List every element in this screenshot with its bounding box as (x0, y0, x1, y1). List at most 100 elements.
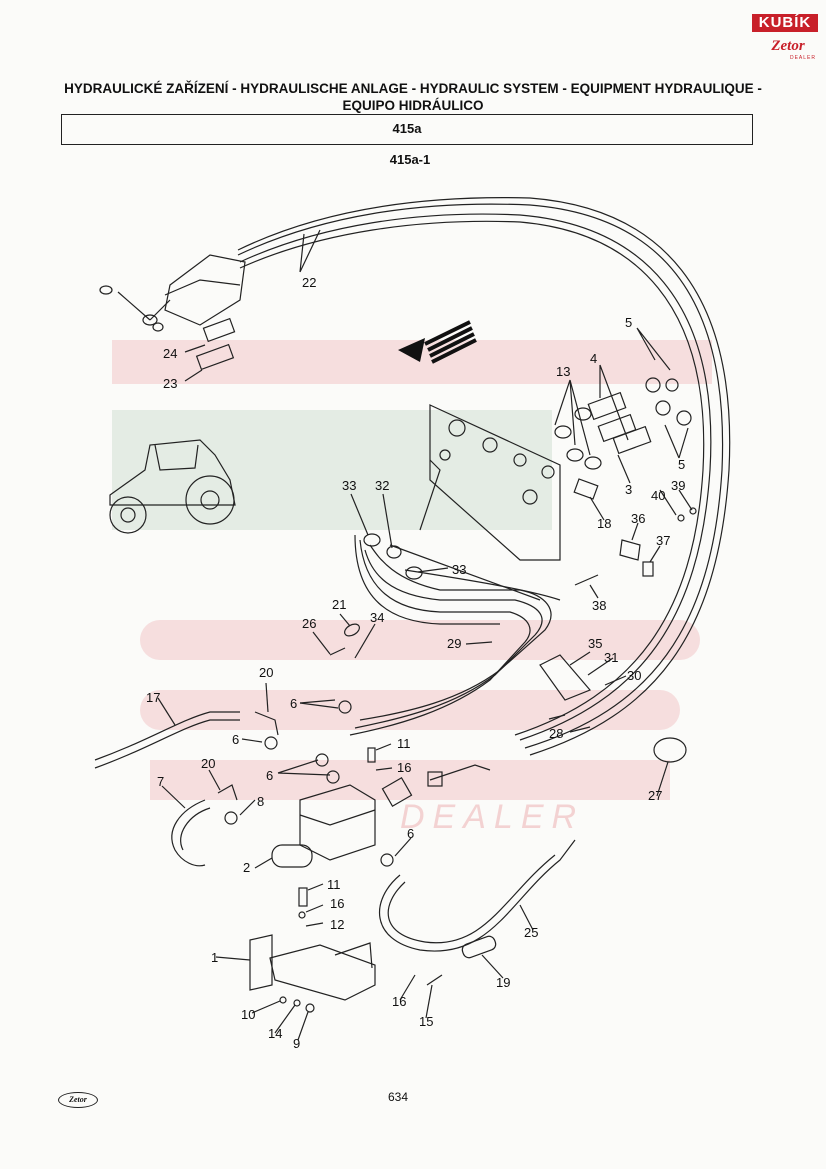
hose-17 (94, 711, 240, 761)
bolt-11b (367, 747, 376, 763)
fittings-6 (264, 700, 394, 867)
part-label-27: 27 (648, 788, 662, 803)
elbow-20b (217, 784, 238, 801)
part-label-12: 12 (330, 917, 344, 932)
clip-27 (653, 737, 687, 763)
part-label-17: 17 (146, 690, 160, 705)
elbow-33b (405, 566, 423, 580)
control-valve-unit (99, 254, 246, 332)
part-label-6d: 6 (407, 826, 414, 841)
figure-number: 415a-1 (389, 152, 431, 167)
part-label-10: 10 (241, 1007, 255, 1022)
bracket-35 (539, 654, 592, 701)
part-label-14: 14 (268, 1026, 282, 1041)
part-label-4: 4 (590, 351, 597, 366)
bolt-11 (298, 887, 308, 907)
part-label-15: 15 (419, 1014, 433, 1029)
hose-bundle-22 (237, 197, 731, 756)
hose-7 (171, 799, 206, 867)
direction-arrow (398, 320, 477, 364)
label-plate-23 (195, 343, 235, 371)
part-label-11b: 11 (327, 877, 341, 892)
part-label-26: 26 (302, 616, 316, 631)
logo-zetor-text: Zetor (771, 38, 805, 54)
part-label-31: 31 (604, 650, 618, 665)
part-label-6c: 6 (266, 768, 273, 783)
section-number-box: 415a (61, 114, 753, 145)
page-title-line2: EQUIPO HIDRÁULICO (342, 98, 484, 113)
part-label-32: 32 (375, 478, 389, 493)
nut-40 (677, 514, 685, 522)
hose-7-b (180, 807, 211, 851)
leader-lines (157, 229, 693, 1041)
page-title-line1: HYDRAULICKÉ ZAŘÍZENÍ - HYDRAULISCHE ANLA… (64, 81, 762, 96)
washer-10 (279, 996, 287, 1004)
elbow-33 (363, 533, 381, 547)
quick-couplings-4 (587, 391, 652, 455)
part-label-29: 29 (447, 636, 461, 651)
part-label-38: 38 (592, 598, 606, 613)
part-label-1: 1 (211, 950, 218, 965)
part-label-16c: 16 (392, 994, 406, 1009)
page-number: 634 (388, 1090, 409, 1104)
part-label-35: 35 (588, 636, 602, 651)
bolt-38 (574, 574, 599, 586)
part-label-34: 34 (370, 610, 384, 625)
sleeve-19 (461, 935, 497, 959)
washer-16 (298, 911, 306, 919)
plug-8 (224, 811, 238, 825)
elbow-20 (254, 711, 279, 736)
part-label-16a: 16 (397, 760, 411, 775)
part-label-5: 5 (625, 315, 632, 330)
flange-adapter (427, 771, 443, 787)
part-label-11a: 11 (397, 736, 411, 751)
logo-dealer-text: DEALER (789, 55, 816, 61)
hose-17-b (94, 719, 240, 769)
pipe-bundle (349, 534, 561, 736)
bolt-15 (426, 974, 443, 986)
part-label-20b: 20 (201, 756, 215, 771)
part-label-33a: 33 (342, 478, 356, 493)
seal-rings-13 (554, 407, 602, 470)
part-label-36: 36 (631, 511, 645, 526)
elbow-32 (386, 545, 402, 559)
footer-zetor-logo: Zetor (58, 1092, 98, 1108)
washer-39 (689, 507, 697, 515)
kubik-zetor-logo: KUBÍK Zetor DEALER (752, 14, 818, 64)
part-label-33b: 33 (452, 562, 466, 577)
part-labels: 1 2 3 4 5 5 6 6 6 6 7 8 9 10 11 11 12 13… (146, 275, 685, 1051)
label-plate-24 (202, 317, 236, 343)
part-label-21: 21 (332, 597, 346, 612)
distributor-block-2 (271, 777, 413, 868)
part-label-37: 37 (656, 533, 670, 548)
part-label-3: 3 (625, 482, 632, 497)
part-label-8: 8 (257, 794, 264, 809)
part-label-7: 7 (157, 774, 164, 789)
part-label-16b: 16 (330, 896, 344, 911)
part-label-6b: 6 (232, 732, 239, 747)
cover-18 (573, 478, 599, 500)
washer-14 (293, 999, 301, 1007)
pipe-adapter (429, 764, 491, 781)
dust-caps-5 (645, 377, 692, 426)
hydraulic-bracket-plate (419, 404, 561, 561)
part-label-19: 19 (496, 975, 510, 990)
logo-kubik-text: KUBÍK (752, 14, 818, 32)
union-26 (329, 647, 346, 656)
cap-37 (642, 561, 654, 577)
part-label-2: 2 (243, 860, 250, 875)
part-label-9: 9 (293, 1036, 300, 1051)
hose-25-b (387, 854, 556, 944)
part-label-40: 40 (651, 488, 665, 503)
tractor-illustration (109, 439, 236, 534)
part-label-5b: 5 (678, 457, 685, 472)
mounting-bracket-1 (249, 934, 376, 1001)
part-label-30: 30 (627, 668, 641, 683)
part-label-24: 24 (163, 346, 177, 361)
fitting-36 (619, 539, 641, 561)
part-label-20a: 20 (259, 665, 273, 680)
part-label-39: 39 (671, 478, 685, 493)
part-label-23: 23 (163, 376, 177, 391)
nut-9 (305, 1003, 315, 1013)
